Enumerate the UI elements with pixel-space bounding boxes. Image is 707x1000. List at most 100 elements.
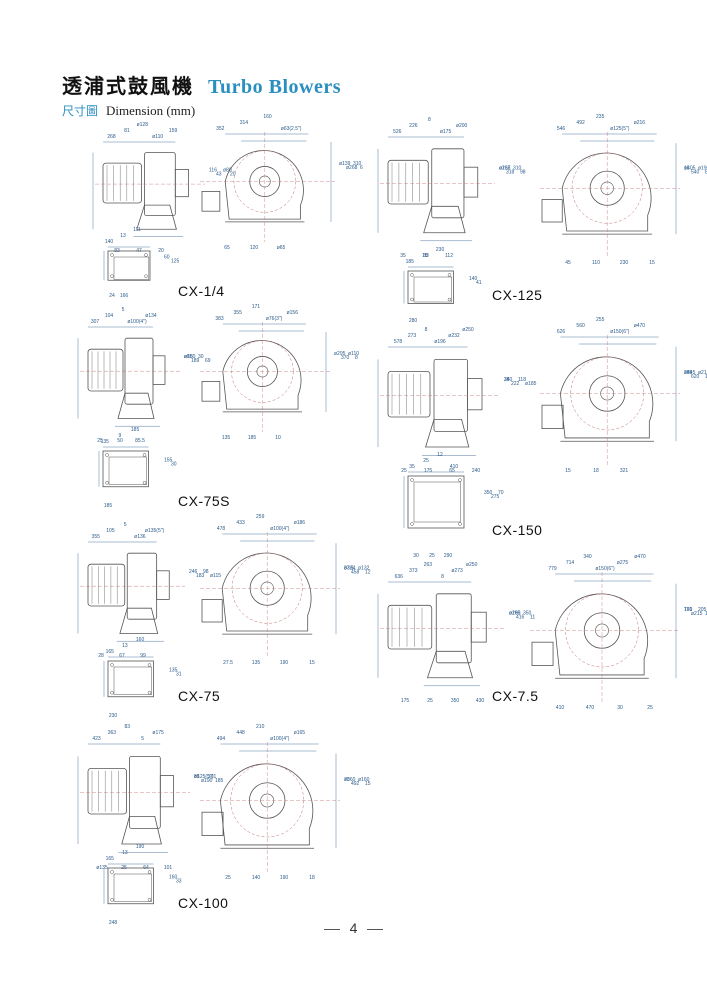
side-dimension: 373 [409, 568, 418, 574]
front-dimension: ø470 [634, 554, 646, 560]
front-dimension: 383 [215, 316, 224, 322]
front-dimension: 8 [355, 355, 358, 361]
page-footer: 4 [0, 920, 707, 936]
base-dimension: 135 [101, 439, 110, 445]
base-dimension: 60 [164, 255, 170, 261]
side-dimension: ø290 [509, 611, 521, 617]
side-dimension: ø232 [448, 333, 460, 339]
side-dimension: 118 [518, 377, 526, 383]
front-dimension: 546 [557, 126, 566, 132]
front-dimension: 560 [576, 323, 585, 329]
side-dimension: 43 [216, 172, 222, 178]
front-dimension: ø100(4") [270, 736, 290, 742]
front-dimension: ø150(6") [610, 329, 630, 335]
side-dimension: 185 [215, 778, 224, 784]
base-dimension: 140 [469, 276, 478, 282]
side-view-drawing [77, 326, 180, 427]
base-dimension: 290 [444, 553, 453, 559]
front-dimension: ø165 [294, 730, 306, 736]
side-dimension: 83 [125, 724, 131, 730]
base-dimension: 135 [169, 668, 178, 674]
front-dimension: 6 [360, 165, 363, 171]
front-dimension: 540 [691, 170, 700, 176]
side-dimension: 25 [97, 438, 103, 444]
side-view-drawing [92, 141, 205, 237]
front-dimension: 120 [250, 245, 259, 251]
side-dimension: 159 [169, 128, 178, 134]
base-dimension: 275 [491, 494, 500, 500]
front-dimension: 160 [263, 114, 272, 120]
front-dimension: 25 [225, 875, 231, 881]
base-dimension: 24 [109, 293, 115, 299]
side-dimension: 69 [205, 358, 211, 364]
front-dimension: 352 [216, 126, 225, 132]
side-dimension: ø85 [184, 354, 193, 360]
base-dimension: 140 [105, 239, 114, 245]
side-dimension: 355 [92, 534, 101, 540]
base-dimension: 410 [450, 464, 459, 470]
side-dimension: 25 [427, 698, 433, 704]
model-label-cx-75s: CX-75S [178, 493, 231, 509]
front-dimension: ø216 [634, 120, 646, 126]
side-dimension: ø273 [451, 568, 463, 574]
side-dimension: ø110 [152, 134, 163, 140]
front-view-drawing [540, 335, 680, 465]
side-dimension: ø250 [466, 562, 478, 568]
base-dimension: 280 [409, 318, 418, 324]
side-dimension: ø175 [440, 129, 452, 135]
front-dimension: ø139 [339, 161, 351, 167]
side-dimension: 350 [451, 698, 460, 704]
base-dimension: 125 [171, 259, 180, 265]
front-dimension: 210 [256, 724, 265, 730]
side-dimension: 101 [164, 865, 173, 871]
base-dimension: 12 [437, 452, 443, 458]
front-dimension: 190 [280, 875, 289, 881]
side-dimension: 99 [140, 653, 146, 659]
side-dimension: ø125(5") [194, 774, 214, 780]
side-dimension: 104 [105, 313, 114, 319]
side-dimension: ø200 [456, 123, 468, 129]
front-dimension: 230 [620, 260, 629, 266]
base-dimension: 9 [119, 433, 122, 439]
base-dimension: 31 [176, 672, 182, 678]
base-plate-drawing [403, 266, 454, 304]
subtitle-english: Dimension (mm) [106, 103, 196, 118]
side-view-drawing [77, 743, 190, 853]
front-dimension: 110 [592, 260, 600, 266]
front-dimension: 321 [620, 468, 629, 474]
side-dimension: 8 [425, 327, 428, 333]
front-dimension: 87.5 [344, 566, 354, 572]
side-dimension: 263 [424, 562, 433, 568]
front-dimension: 15 [565, 468, 571, 474]
side-dimension: 8 [428, 117, 431, 123]
base-dimension: 185 [104, 503, 113, 509]
front-dimension: 15 [684, 166, 690, 172]
model-label-cx-75: CX-75 [178, 688, 221, 704]
front-dimension: ø268 [346, 165, 358, 171]
front-dimension: ø445 [684, 370, 696, 376]
front-dimension: 235 [596, 114, 605, 120]
base-dimension: 248 [109, 920, 118, 926]
front-view-drawing [200, 742, 340, 872]
side-dimension: ø190 [201, 778, 213, 784]
model-label-cx-7-5: CX-7.5 [492, 688, 539, 704]
side-dimension: 222 [511, 381, 520, 387]
side-dimension: 363 [108, 730, 117, 736]
base-dimension: 350 [484, 490, 493, 496]
front-dimension: ø186 [294, 520, 306, 526]
front-dimension: 30 [617, 705, 623, 711]
side-dimension: 11 [530, 615, 535, 621]
front-view-drawing [200, 322, 330, 432]
side-dimension: 273 [408, 333, 417, 339]
front-dimension: 70 [344, 777, 350, 783]
front-dimension: 15 [365, 781, 371, 787]
side-dimension: 301 [208, 774, 217, 780]
base-dimension: 18 [422, 253, 428, 259]
side-dimension: 5 [122, 307, 125, 313]
base-dimension: 155 [164, 458, 173, 464]
